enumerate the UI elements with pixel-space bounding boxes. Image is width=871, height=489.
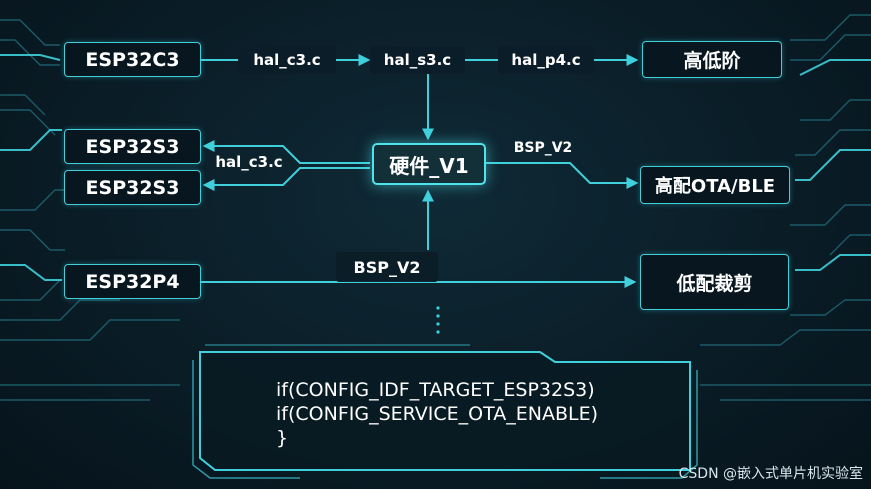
bsp-v2-tag-right: BSP_V2 — [513, 140, 573, 156]
code-box-frame — [192, 344, 698, 479]
dipei-caijian-node: 低配裁剪 — [640, 254, 789, 310]
gaodijie-node: 高低阶 — [642, 41, 782, 78]
esp32p4-node: ESP32P4 — [64, 264, 201, 299]
bsp-v2-tag-bottom: BSP_V2 — [336, 252, 438, 282]
code-line-2: if(CONFIG_SERVICE_OTA_ENABLE) — [276, 403, 599, 425]
watermark: CSDN @嵌入式单片机实验室 — [678, 466, 863, 482]
esp32s3-node-top: ESP32S3 — [64, 129, 201, 164]
esp32s3-node-bottom: ESP32S3 — [64, 170, 201, 205]
esp32c3-node: ESP32C3 — [64, 42, 201, 77]
code-line-3: } — [276, 427, 289, 449]
hal-c3-tag-left: hal_c3.c — [215, 153, 283, 171]
gaopei-ota-ble-node: 高配OTA/BLE — [640, 166, 790, 204]
hal-c3-tag-top: hal_c3.c — [238, 46, 336, 74]
hal-s3-tag: hal_s3.c — [370, 46, 465, 74]
code-box: if(CONFIG_IDF_TARGET_ESP32S3) if(CONFIG_… — [208, 360, 678, 460]
code-line-1: if(CONFIG_IDF_TARGET_ESP32S3) — [276, 379, 595, 401]
hardware-v1-node: 硬件_V1 — [372, 143, 486, 185]
hal-p4-tag: hal_p4.c — [498, 46, 594, 74]
